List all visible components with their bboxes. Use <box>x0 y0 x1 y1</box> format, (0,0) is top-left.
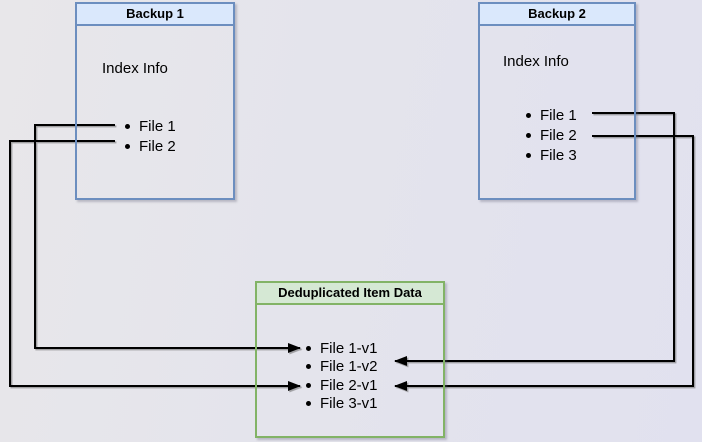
bullet-icon <box>125 143 130 149</box>
list-item: File 1-v1 <box>306 339 378 358</box>
bullet-icon <box>526 112 531 118</box>
backup1-header: Backup 1 <box>77 4 233 26</box>
list-item: File 1 <box>526 105 577 125</box>
list-item: File 1 <box>125 116 176 136</box>
backup1-index-info-label: Index Info <box>102 60 168 77</box>
list-item: File 3 <box>526 145 577 165</box>
bullet-icon <box>526 132 531 138</box>
list-item: File 2 <box>526 125 577 145</box>
file-label: File 2 <box>139 137 176 155</box>
backup1-file-list: File 1 File 2 <box>125 116 176 156</box>
bullet-icon <box>306 364 311 370</box>
backup2-index-info-label: Index Info <box>503 53 569 70</box>
deduplicated-item-data-box: Deduplicated Item Data File 1-v1 File 1-… <box>255 281 445 438</box>
backup2-title: Backup 2 <box>528 6 586 21</box>
backup1-box: Backup 1 Index Info File 1 File 2 <box>75 2 235 200</box>
file-label: File 1 <box>540 106 577 124</box>
item-label: File 3-v1 <box>320 395 378 413</box>
bullet-icon <box>125 123 130 129</box>
bullet-icon <box>526 152 531 158</box>
backup2-file-list: File 1 File 2 File 3 <box>526 105 577 165</box>
bullet-icon <box>306 382 311 388</box>
item-label: File 1-v1 <box>320 339 378 357</box>
backup1-title: Backup 1 <box>126 6 184 21</box>
dedup-item-list: File 1-v1 File 1-v2 File 2-v1 File 3-v1 <box>306 339 378 413</box>
list-item: File 2 <box>125 136 176 156</box>
file-label: File 2 <box>540 126 577 144</box>
item-label: File 1-v2 <box>320 358 378 376</box>
file-label: File 3 <box>540 146 577 164</box>
list-item: File 2-v1 <box>306 376 378 395</box>
bullet-icon <box>306 401 311 407</box>
item-label: File 2-v1 <box>320 376 378 394</box>
backup2-header: Backup 2 <box>480 4 634 26</box>
dedup-title: Deduplicated Item Data <box>278 285 422 300</box>
list-item: File 3-v1 <box>306 395 378 414</box>
dedup-header: Deduplicated Item Data <box>257 283 443 305</box>
backup2-box: Backup 2 Index Info File 1 File 2 File 3 <box>478 2 636 200</box>
list-item: File 1-v2 <box>306 358 378 377</box>
bullet-icon <box>306 345 311 351</box>
file-label: File 1 <box>139 117 176 135</box>
